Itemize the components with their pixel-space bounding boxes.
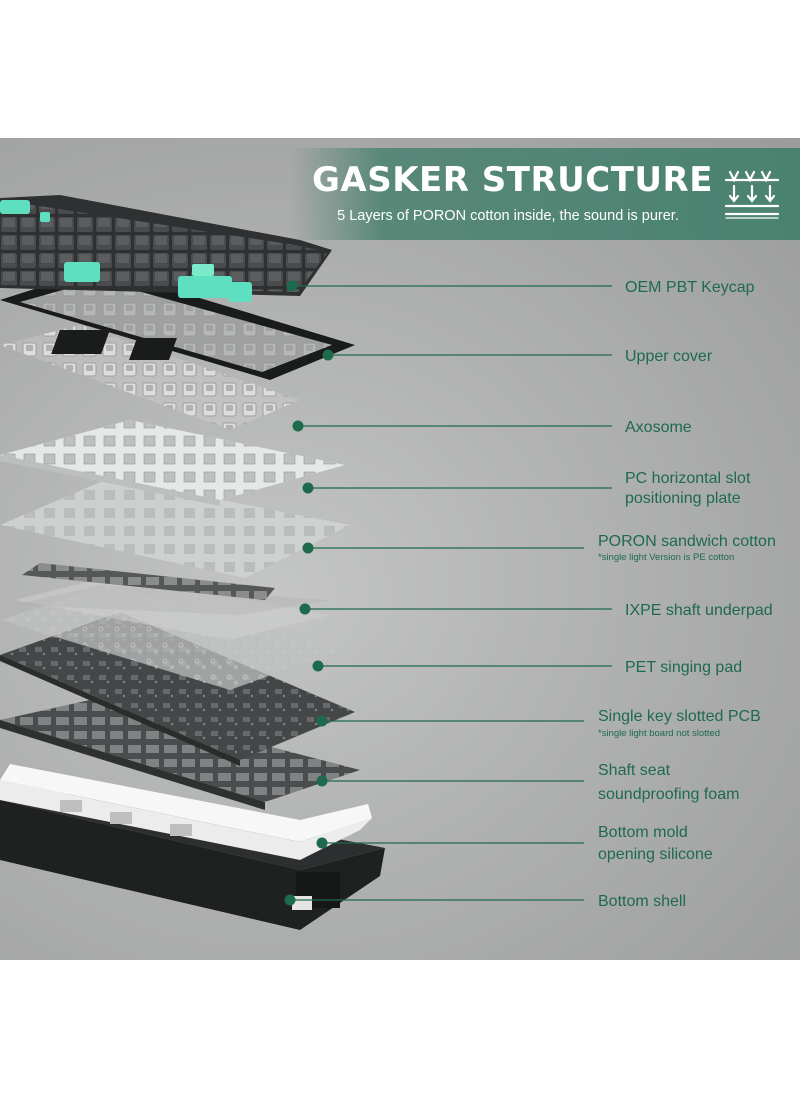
page-subtitle: 5 Layers of PORON cotton inside, the sou… <box>337 208 679 224</box>
label-upper-cover: Upper cover <box>625 348 713 365</box>
label-shaft-seat-line2: soundproofing foam <box>598 786 740 803</box>
label-pc-plate-line1: PC horizontal slot <box>625 470 751 487</box>
label-axosome: Axosome <box>625 419 692 436</box>
page-title: GASKER STRUCTURE <box>312 160 713 200</box>
label-poron-sandwich-cotton: PORON sandwich cotton <box>598 533 776 550</box>
label-bottom-mold-line2: opening silicone <box>598 846 713 863</box>
label-bottom-mold-line1: Bottom mold <box>598 824 688 841</box>
label-pc-plate-line2: positioning plate <box>625 490 741 507</box>
label-oem-pbt-keycap: OEM PBT Keycap <box>625 279 755 296</box>
note-pcb: *single light board not slotted <box>598 728 720 739</box>
label-single-key-slotted-pcb: Single key slotted PCB <box>598 708 761 725</box>
callout-leader-lines <box>284 280 612 906</box>
gasket-layers-icon <box>724 170 780 219</box>
label-shaft-seat-line1: Shaft seat <box>598 762 671 779</box>
label-bottom-shell: Bottom shell <box>598 893 687 910</box>
note-poron-cotton: *single light Version is PE cotton <box>598 552 735 563</box>
title-banner <box>290 148 800 240</box>
label-ixpe-shaft-underpad: IXPE shaft underpad <box>625 602 773 619</box>
label-pet-singing-pad: PET singing pad <box>625 659 743 676</box>
